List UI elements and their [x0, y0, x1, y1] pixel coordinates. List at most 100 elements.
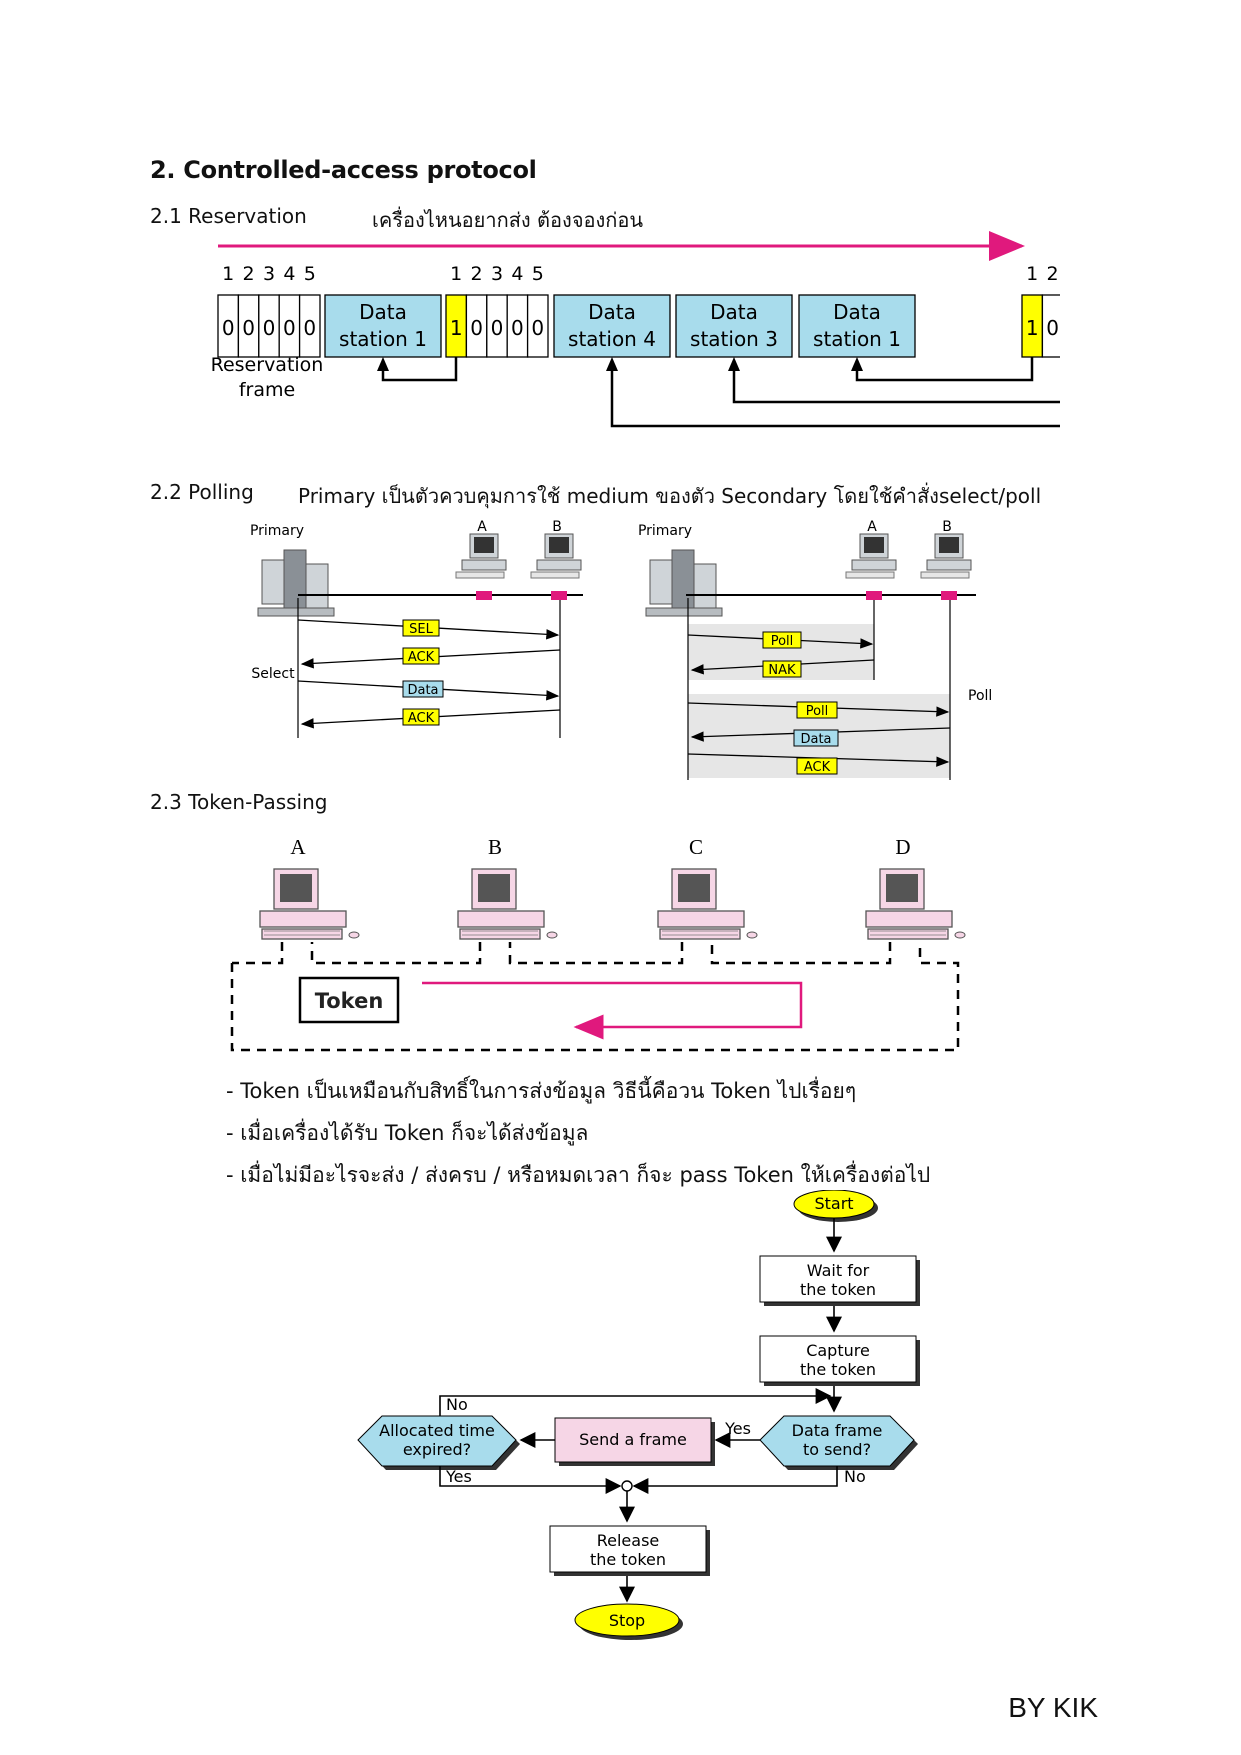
- station-a: A: [290, 835, 306, 859]
- reservation-frame-label-2: frame: [239, 379, 295, 401]
- flow-no-2: No: [844, 1467, 866, 1486]
- msg-ack: ACK: [408, 650, 435, 665]
- station-b-label: B: [552, 519, 562, 535]
- reservation-bit: 1: [1026, 316, 1039, 340]
- slot-numbers: 123451234512345: [222, 263, 1059, 285]
- flow-start-label: Start: [814, 1194, 853, 1213]
- station-a-label-right: A: [867, 519, 877, 535]
- bullet-3: - เมื่อไม่มีอะไรจะส่ง / ส่งครบ / หรือหมด…: [226, 1163, 931, 1187]
- msg-poll-2: Poll: [806, 704, 829, 719]
- reservation-bit: 1: [450, 316, 463, 340]
- arrow-head: [728, 357, 740, 371]
- reservation-desc: เครื่องไหนอยากส่ง ต้องจองก่อน: [372, 208, 644, 232]
- reservation-connector: [732, 363, 1060, 404]
- flowchart: Start Wait for the token Capture the tok…: [357, 1190, 920, 1640]
- arrow-head: [377, 357, 389, 371]
- slot-number: 2: [243, 263, 255, 285]
- polling-diagram: Primary A B Select SEL ACK Data ACK Prim…: [250, 519, 992, 780]
- reservation-bit: 0: [263, 316, 276, 340]
- msg-ack-2: ACK: [408, 711, 435, 726]
- flow-stop-label: Stop: [609, 1611, 645, 1630]
- flow-yes-1: Yes: [724, 1419, 751, 1438]
- polling-right: Primary A B Poll Poll NAK Poll Data ACK: [638, 519, 992, 780]
- data-block-line1: Data: [710, 300, 758, 324]
- primary-label: Primary: [250, 523, 304, 539]
- data-block: [675, 294, 793, 358]
- reservation-slot: [298, 294, 321, 358]
- flow-send: [554, 1417, 712, 1463]
- arrow-head: [606, 357, 618, 371]
- reservation-bit: 0: [511, 316, 524, 340]
- flow-capture: [759, 1335, 917, 1383]
- poll-side-label: Poll: [968, 688, 992, 704]
- token-ring-diagram: A B C D Token: [230, 835, 966, 1052]
- flow-data-frame-2: to send?: [803, 1440, 871, 1459]
- slot-number: 1: [1026, 263, 1038, 285]
- data-block: [798, 294, 916, 358]
- data-block-line2: station 4: [568, 327, 656, 351]
- data-block: [324, 294, 442, 358]
- flow-junction: [621, 1480, 633, 1492]
- token-path: [422, 981, 803, 1040]
- station-b: B: [488, 835, 502, 859]
- flow-no-1: No: [446, 1395, 468, 1414]
- slot-number: 1: [222, 263, 234, 285]
- flow-alloc-1: Allocated time: [379, 1421, 495, 1440]
- slot-number: 3: [491, 263, 503, 285]
- bullet-2: - เมื่อเครื่องได้รับ Token ก็จะได้ส่งข้อ…: [226, 1121, 589, 1145]
- reservation-connector: [610, 363, 1060, 428]
- flow-send-label: Send a frame: [579, 1430, 687, 1449]
- data-block-line1: Data: [359, 300, 407, 324]
- msg-data: Data: [407, 683, 438, 698]
- reservation-bit: 0: [283, 316, 296, 340]
- reservation-bit: 0: [531, 316, 544, 340]
- token-box: [298, 976, 400, 1024]
- page-heading: 2. Controlled-access protocol: [150, 156, 537, 184]
- reservation-bit: 0: [491, 316, 504, 340]
- msg-data-right: Data: [800, 732, 831, 747]
- msg-nak: NAK: [768, 663, 796, 678]
- token-label: Token: [315, 989, 384, 1013]
- slot-number: 5: [532, 263, 544, 285]
- flow-release: [549, 1525, 707, 1573]
- msg-sel: SEL: [409, 622, 433, 637]
- slot-number: 2: [1047, 263, 1059, 285]
- flow-alloc-decision: [357, 1415, 517, 1467]
- data-block-line1: Data: [833, 300, 881, 324]
- data-block-line2: station 3: [690, 327, 778, 351]
- reservation-connector: [855, 357, 1034, 382]
- polling-left: Primary A B Select SEL ACK Data ACK: [250, 519, 583, 738]
- data-blocks: Data station 1 Data station 4 Data station 3 D…: [324, 294, 916, 358]
- flow-alloc-2: expired?: [403, 1440, 471, 1459]
- token-passing-label: 2.3 Token-Passing: [150, 790, 328, 814]
- slot-number: 5: [304, 263, 316, 285]
- reservation-label: 2.1 Reservation: [150, 204, 307, 228]
- flow-wait-1: Wait for: [807, 1261, 870, 1280]
- ring-cable: [230, 942, 960, 1052]
- select-label: Select: [251, 666, 295, 682]
- reservation-slot: [1041, 294, 1060, 358]
- station-c: C: [689, 835, 703, 859]
- reservation-bit: 0: [222, 316, 235, 340]
- flow-wait-2: the token: [800, 1280, 876, 1299]
- reservation-bit: 0: [470, 316, 483, 340]
- data-block-line2: station 1: [339, 327, 427, 351]
- flow-release-2: the token: [590, 1550, 666, 1569]
- reservation-slot: [526, 294, 549, 358]
- slot-number: 2: [471, 263, 483, 285]
- station-a-label: A: [477, 519, 487, 535]
- arrow-head: [851, 357, 863, 371]
- reservation-bit: 0: [1046, 316, 1059, 340]
- flow-data-frame-1: Data frame: [792, 1421, 883, 1440]
- msg-poll: Poll: [771, 634, 794, 649]
- station-b-label-right: B: [942, 519, 952, 535]
- data-block-line1: Data: [588, 300, 636, 324]
- data-block: [553, 294, 671, 358]
- station-d: D: [895, 835, 910, 859]
- msg-ack-right: ACK: [804, 760, 831, 775]
- reservation-frames: 000001000010110: [217, 294, 1060, 428]
- flow-yes-2: Yes: [445, 1467, 472, 1486]
- reservation-diagram: 123451234512345 000001000010110 Datastat…: [211, 231, 1060, 428]
- slot-number: 4: [511, 263, 523, 285]
- reservation-bit: 0: [242, 316, 255, 340]
